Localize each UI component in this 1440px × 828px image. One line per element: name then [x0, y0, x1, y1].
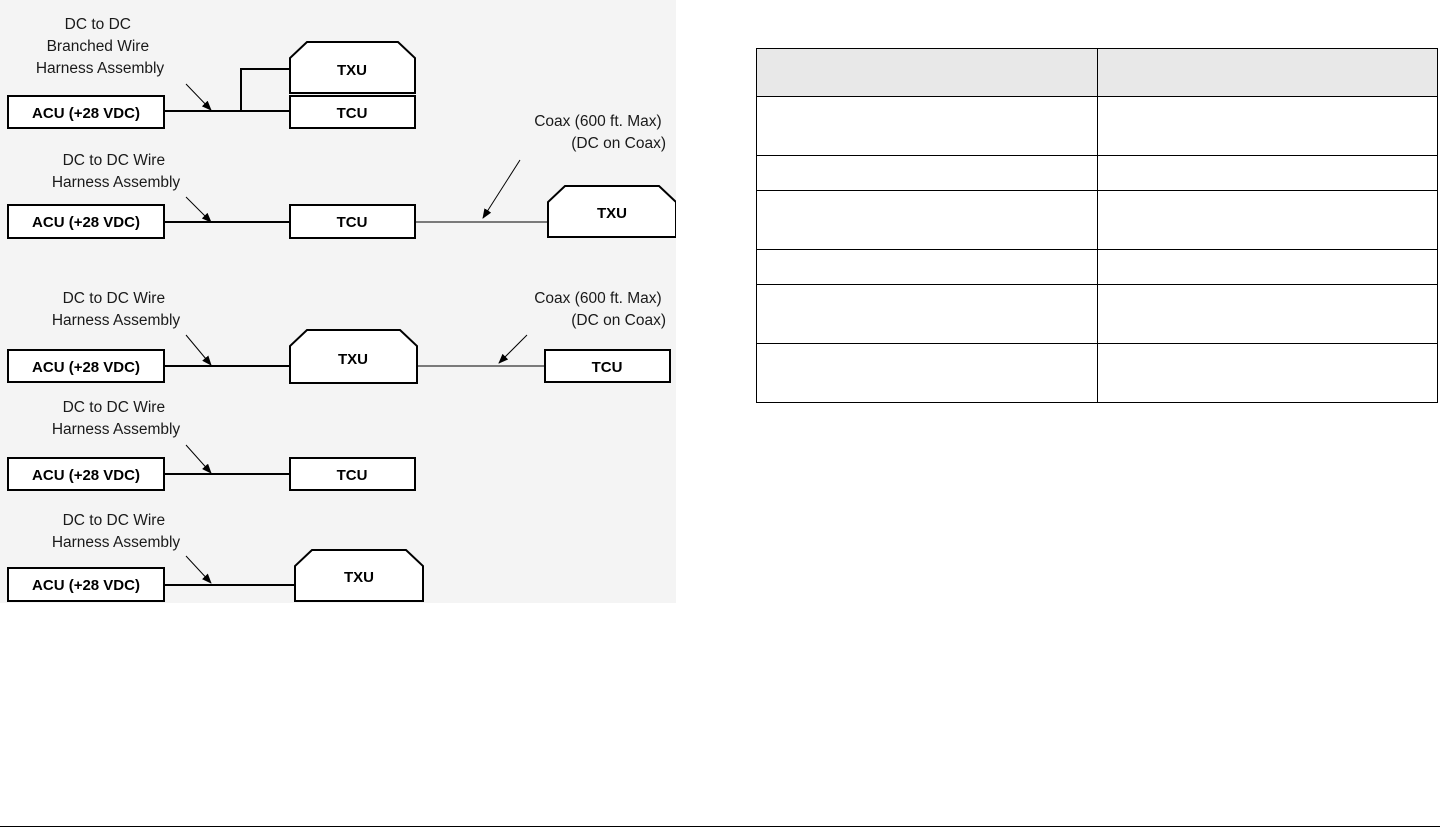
harness-pointer-arrow [185, 444, 212, 474]
harness-pointer-arrow [185, 196, 212, 223]
txu-label: TXU [338, 351, 368, 368]
harness-label-line: Harness Assembly [52, 534, 181, 551]
txu-label: TXU [337, 62, 367, 79]
coax-pointer-arrow [498, 334, 528, 364]
tcu-unit [289, 95, 416, 129]
tcu-label: TCU [337, 105, 368, 122]
table-cell [1096, 284, 1438, 344]
tcu-unit [544, 349, 671, 383]
acu-label: ACU (+28 VDC) [32, 577, 140, 594]
coax-label-line: Coax (600 ft. Max) [534, 113, 662, 130]
coax-label-line: (DC on Coax) [571, 312, 666, 329]
coax-label: Coax (600 ft. Max) (DC on Coax) [534, 113, 666, 152]
table-cell [1096, 96, 1438, 156]
table-row [756, 96, 1438, 156]
table-row [756, 190, 1438, 250]
table-header-cell [1096, 48, 1438, 97]
harness-label-line: Harness Assembly [52, 174, 181, 191]
txu-unit [294, 549, 424, 602]
harness-label: DC to DC Wire Harness Assembly [52, 152, 181, 191]
acu-box [7, 567, 165, 602]
harness-label: DC to DC Wire Harness Assembly [52, 399, 181, 438]
coax-pointer-arrow [482, 159, 521, 219]
tcu-unit [289, 457, 416, 491]
txu-unit [289, 329, 418, 384]
txu-unit [547, 185, 676, 238]
table-cell [1096, 190, 1438, 250]
acu-label: ACU (+28 VDC) [32, 214, 140, 231]
table-cell [1096, 249, 1438, 285]
tcu-label: TCU [337, 214, 368, 231]
acu-label: ACU (+28 VDC) [32, 359, 140, 376]
table-row [756, 155, 1438, 191]
acu-label: ACU (+28 VDC) [32, 467, 140, 484]
harness-pointer-arrow [185, 83, 212, 111]
wiring-diagram-panel: DC to DC Branched Wire Harness Assembly … [0, 0, 676, 603]
harness-label-line: DC to DC Wire [63, 512, 165, 529]
table-header-row [756, 48, 1438, 97]
config-acu-txu: DC to DC Wire Harness Assembly ACU (+28 … [7, 512, 424, 602]
harness-label: DC to DC Wire Harness Assembly [52, 290, 181, 329]
tcu-label: TCU [592, 359, 623, 376]
table-cell [756, 190, 1098, 250]
harness-pointer-arrow [185, 555, 212, 584]
harness-label: DC to DC Branched Wire Harness Assembly [36, 16, 165, 77]
acu-label: ACU (+28 VDC) [32, 105, 140, 122]
config-branched-harness: DC to DC Branched Wire Harness Assembly … [7, 16, 416, 129]
table-cell [756, 249, 1098, 285]
harness-label-line: Harness Assembly [52, 421, 181, 438]
harness-label-line: Harness Assembly [36, 60, 165, 77]
harness-label: DC to DC Wire Harness Assembly [52, 512, 181, 551]
config-txu-coax-tcu: DC to DC Wire Harness Assembly ACU (+28 … [7, 290, 671, 384]
harness-label-line: DC to DC [65, 16, 131, 33]
table-row [756, 284, 1438, 344]
config-acu-tcu: DC to DC Wire Harness Assembly ACU (+28 … [7, 399, 416, 491]
harness-label-line: DC to DC Wire [63, 290, 165, 307]
table-cell [1096, 155, 1438, 191]
harness-label-line: Branched Wire [47, 38, 150, 55]
table-row [756, 343, 1438, 403]
coax-label-line: Coax (600 ft. Max) [534, 290, 662, 307]
info-table [756, 48, 1438, 403]
harness-label-line: DC to DC Wire [63, 152, 165, 169]
table-cell [1096, 343, 1438, 403]
table-row [756, 249, 1438, 285]
table-cell [756, 343, 1098, 403]
harness-pointer-arrow [185, 334, 212, 366]
coax-label-line: (DC on Coax) [571, 135, 666, 152]
table-cell [756, 284, 1098, 344]
txu-unit [289, 41, 416, 94]
page-bottom-rule [0, 826, 1440, 827]
table-cell [756, 96, 1098, 156]
harness-label-line: DC to DC Wire [63, 399, 165, 416]
harness-label-line: Harness Assembly [52, 312, 181, 329]
table-cell [756, 155, 1098, 191]
txu-label: TXU [344, 569, 374, 586]
table-header-cell [756, 48, 1098, 97]
txu-label: TXU [597, 205, 627, 222]
acu-box [7, 95, 165, 129]
config-tcu-coax-txu: DC to DC Wire Harness Assembly ACU (+28 … [7, 113, 676, 239]
branch-wire [240, 68, 290, 111]
tcu-label: TCU [337, 467, 368, 484]
tcu-unit [289, 204, 416, 239]
acu-box [7, 204, 165, 239]
wiring-diagram: DC to DC Branched Wire Harness Assembly … [7, 16, 676, 602]
coax-label: Coax (600 ft. Max) (DC on Coax) [534, 290, 666, 329]
